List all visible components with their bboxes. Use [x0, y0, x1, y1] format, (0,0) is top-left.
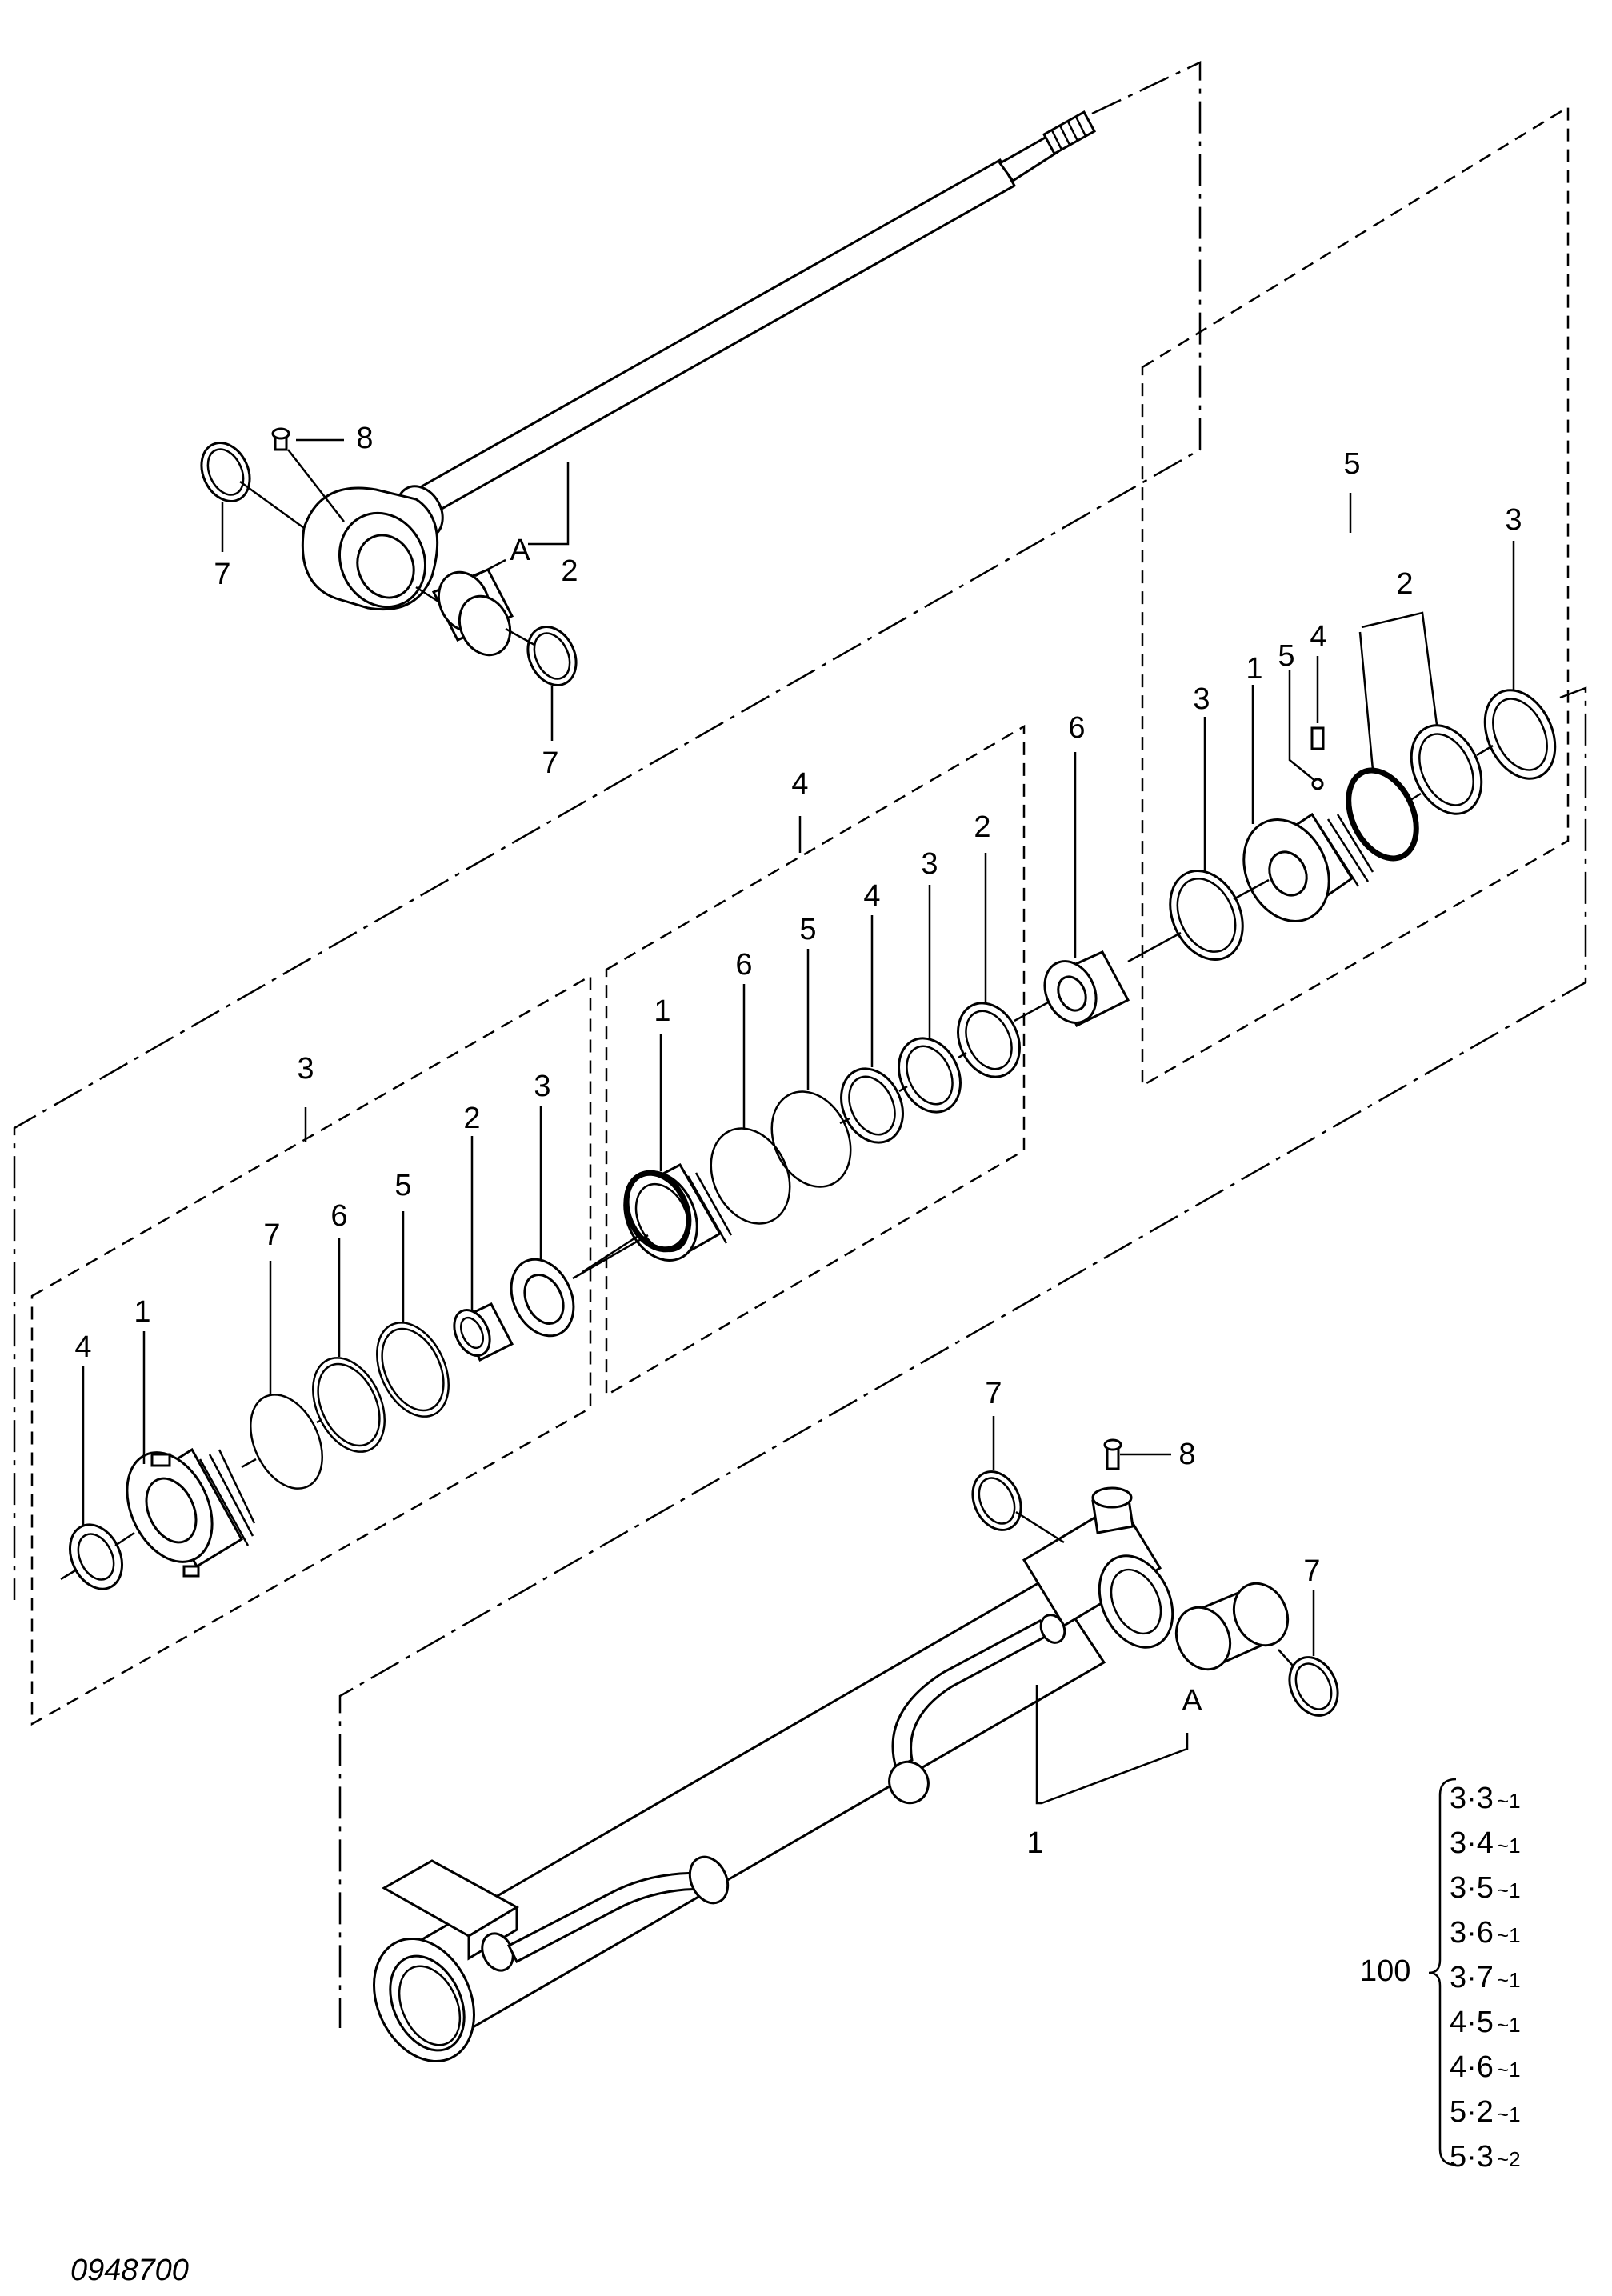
g4-callout-6: 6 — [735, 948, 752, 982]
g4-ring-3 — [898, 1037, 962, 1114]
kit-item-qty: ~2 — [1497, 2147, 1521, 2171]
rod-assembly-chain-line — [13, 61, 1202, 1600]
cylinder-assembly-chain-line — [338, 686, 1587, 2028]
g5-callout-4: 4 — [1310, 620, 1326, 654]
g3-callout-3: 3 — [534, 1070, 550, 1103]
g4-bushing-6 — [1043, 950, 1130, 1028]
kit-item: 5·2~1 — [1450, 2095, 1521, 2129]
g4-ring-6 — [710, 1127, 791, 1225]
kit-item: 3·7~1 — [1450, 1961, 1521, 1994]
seal-kit-list: 100 3·3~13·4~13·5~13·6~13·7~14·5~14·6~15… — [1360, 1778, 1521, 2174]
g4-callout-2: 2 — [974, 810, 990, 844]
cylinder-grease-fitting — [1103, 1438, 1122, 1470]
g5-callout-1: 1 — [1246, 652, 1262, 686]
g3-bushing-2 — [453, 1302, 514, 1362]
kit-item: 3·6~1 — [1450, 1916, 1521, 1950]
kit-item: 4·6~1 — [1450, 2050, 1521, 2084]
g4-callout-6-bushing: 6 — [1068, 711, 1085, 745]
kit-item-part: 3·7 — [1450, 1961, 1494, 1994]
g5-callout-2: 2 — [1396, 567, 1413, 601]
kit-item-part: 3·5 — [1450, 1871, 1494, 1905]
g5-backup-ring — [1410, 724, 1483, 815]
group-4-outline — [605, 724, 1026, 1398]
kit-item-qty: ~1 — [1497, 1834, 1521, 1858]
g3-callout-7: 7 — [263, 1218, 280, 1252]
g3-callout-1: 1 — [134, 1295, 150, 1329]
kit-item-qty: ~1 — [1497, 1878, 1521, 1902]
kit-item: 3·5~1 — [1450, 1871, 1521, 1905]
cylinder-callout-8: 8 — [1178, 1438, 1195, 1471]
kit-item-qty: ~1 — [1497, 1968, 1521, 1992]
g4-callout-1: 1 — [654, 994, 670, 1028]
rod-dust-seal-right — [526, 626, 578, 686]
g5-ring-3-upper — [1483, 689, 1557, 780]
g5-callout-3-right: 3 — [1505, 503, 1522, 537]
g3-ring-4 — [69, 1523, 123, 1590]
g4-ring-2 — [957, 1002, 1021, 1078]
g3-callout-6: 6 — [330, 1199, 347, 1233]
kit-item: 3·3~1 — [1450, 1782, 1521, 1815]
cylinder-callout-7-right: 7 — [1303, 1554, 1320, 1588]
cylinder-dust-seal-left — [971, 1470, 1022, 1531]
g5-callout-3-left: 3 — [1193, 682, 1210, 716]
kit-item: 3·4~1 — [1450, 1826, 1521, 1860]
kit-item-part: 4·5 — [1450, 2006, 1494, 2039]
kit-item-part: 3·4 — [1450, 1826, 1494, 1860]
cylinder-callout-1: 1 — [1026, 1826, 1043, 1860]
kit-item-part: 5·3 — [1450, 2140, 1494, 2174]
rod-callout-7-right: 7 — [542, 746, 558, 780]
kit-item: 5·3~2 — [1450, 2140, 1521, 2174]
rod-callout-2: 2 — [561, 554, 578, 588]
rod-callout-8: 8 — [356, 422, 373, 455]
piston-rod — [301, 110, 1097, 611]
g5-set-screw — [1310, 726, 1325, 750]
kit-item-qty: ~1 — [1497, 2102, 1521, 2126]
diagram-code: 0948700 — [70, 2254, 189, 2287]
rod-callout-A: A — [510, 534, 530, 567]
kit-item-qty: ~1 — [1497, 1923, 1521, 1947]
kit-item-part: 4·6 — [1450, 2050, 1494, 2084]
g5-callout-5: 5 — [1278, 639, 1294, 673]
kit-item: 4·5~1 — [1450, 2006, 1521, 2039]
group-5-outline — [1141, 105, 1570, 1088]
g4-callout-5: 5 — [799, 913, 816, 946]
g5-ring-3-lower — [1169, 870, 1244, 961]
cylinder-dust-seal-right — [1288, 1656, 1339, 1717]
g3-callout-4: 4 — [74, 1330, 91, 1364]
kit-item-part: 3·3 — [1450, 1782, 1494, 1815]
rod-bushing — [431, 568, 514, 657]
rod-callout-7-left: 7 — [214, 558, 230, 591]
kit-item-qty: ~1 — [1497, 2013, 1521, 2037]
group-5-title: 5 — [1343, 447, 1360, 481]
g3-ring-5 — [376, 1322, 450, 1418]
cylinder-tube — [373, 1486, 1174, 2063]
rod-dust-seal-left — [200, 442, 251, 502]
g3-ring-3 — [510, 1258, 575, 1338]
kit-item-qty: ~1 — [1497, 1789, 1521, 1813]
group-3-title: 3 — [297, 1052, 314, 1086]
rod-grease-fitting — [271, 427, 290, 451]
g4-callout-4: 4 — [863, 879, 880, 913]
cylinder-callout-A: A — [1182, 1684, 1202, 1718]
g5-piston — [1242, 812, 1374, 922]
g4-ring-5 — [770, 1090, 852, 1188]
g4-gland — [623, 1163, 733, 1262]
group-3-outline — [30, 974, 592, 1726]
cylinder-bushing — [1174, 1582, 1290, 1671]
g5-steel-ball — [1311, 778, 1324, 790]
g3-callout-5: 5 — [394, 1169, 411, 1202]
kit-item-part: 3·6 — [1450, 1916, 1494, 1950]
kit-item-part: 5·2 — [1450, 2095, 1494, 2129]
g4-callout-3: 3 — [921, 847, 938, 881]
g3-ring-6 — [312, 1357, 386, 1453]
kit-item-qty: ~1 — [1497, 2058, 1521, 2082]
kit-number: 100 — [1360, 1954, 1410, 1988]
g3-callout-2: 2 — [463, 1102, 480, 1135]
group-4-title: 4 — [791, 767, 808, 801]
g3-cylinder-head — [126, 1447, 256, 1578]
g4-ring-4 — [840, 1067, 904, 1144]
cylinder-callout-7-left: 7 — [985, 1377, 1002, 1410]
g3-ring-7 — [250, 1394, 323, 1490]
